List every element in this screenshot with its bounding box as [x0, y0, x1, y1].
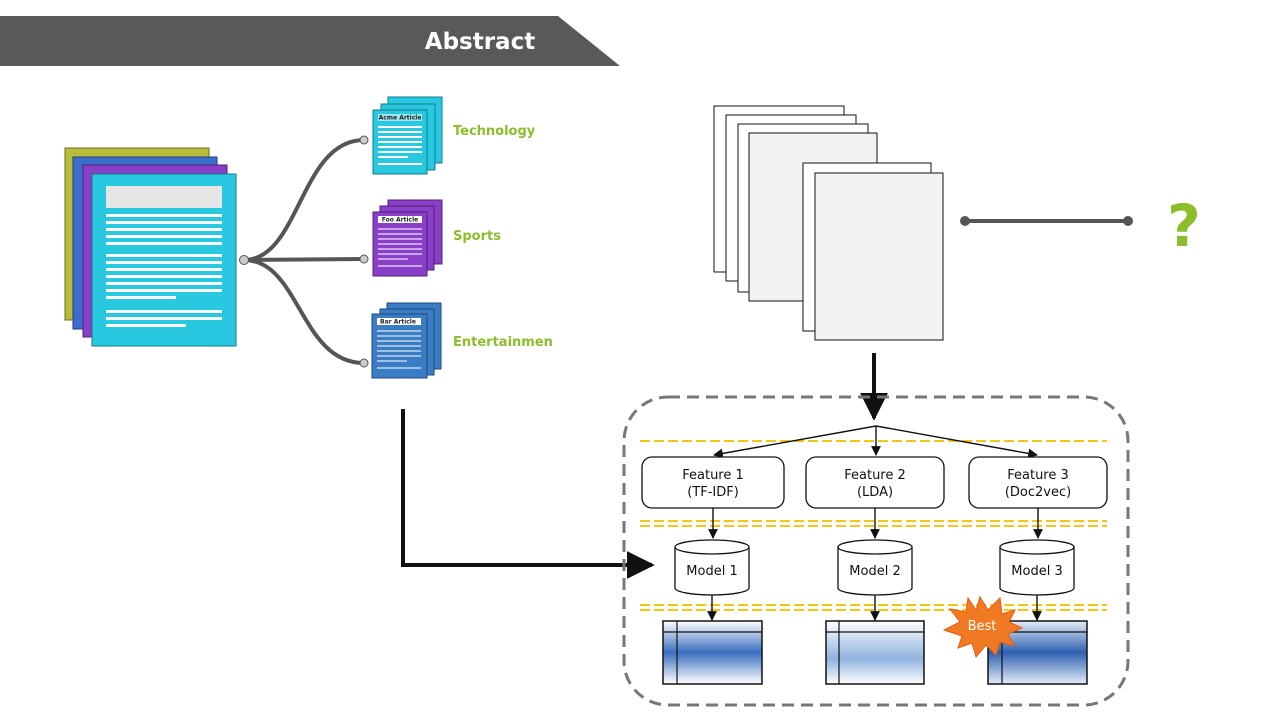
- branch-connectors: [243, 138, 365, 365]
- feature-fanout-arrows: [713, 425, 1038, 459]
- feature-name: Feature 3: [1007, 468, 1069, 483]
- unknown-connector-end: [1123, 216, 1133, 226]
- model-cylinder-1: Model 1: [674, 539, 750, 596]
- feature-method: (LDA): [857, 485, 893, 500]
- feature-name: Feature 1: [682, 468, 744, 483]
- category-article-title: Foo Article: [382, 217, 418, 224]
- stage-separators: [640, 440, 1107, 611]
- category-article-title: Acme Article: [379, 115, 422, 122]
- unknown-category-mark: ?: [1167, 192, 1201, 260]
- branch-node-entertainment: [359, 358, 369, 368]
- feature-box-1: Feature 1 (TF-IDF): [641, 456, 785, 509]
- category-stack-entertainment: Bar Article: [371, 302, 442, 379]
- feature-box-2: Feature 2 (LDA): [805, 456, 945, 509]
- result-thumbnail-1: [662, 620, 763, 685]
- result-thumbnail-2: [825, 620, 925, 685]
- best-starburst: [942, 595, 1024, 659]
- header-title: Abstract: [424, 29, 536, 55]
- best-badge: Best: [942, 595, 1024, 659]
- category-label-technology: Technology: [453, 124, 536, 139]
- branch-node-technology: [359, 135, 369, 145]
- category-label-sports: Sports: [453, 229, 501, 244]
- model-label: Model 1: [686, 564, 737, 579]
- feature-method: (Doc2vec): [1005, 485, 1071, 500]
- feature-box-3: Feature 3 (Doc2vec): [968, 456, 1108, 509]
- model-label: Model 3: [1011, 564, 1062, 579]
- category-stack-sports: Foo Article: [372, 199, 443, 277]
- pipeline-container: [622, 395, 1130, 707]
- document-stack-unlabeled: [713, 105, 944, 341]
- model-cylinder-2: Model 2: [837, 539, 913, 596]
- best-badge-label: Best: [968, 619, 997, 634]
- unknown-connector-start: [960, 216, 970, 226]
- feature-to-model-arrows: [708, 508, 1043, 539]
- branch-root-node: [239, 255, 249, 265]
- category-article-title: Bar Article: [380, 319, 416, 326]
- feature-name: Feature 2: [844, 468, 906, 483]
- header-banner: [0, 16, 620, 66]
- feature-method: (TF-IDF): [687, 485, 739, 500]
- category-label-entertainment: Entertainmen: [453, 335, 553, 350]
- document-stack-large: [64, 147, 237, 347]
- model-to-result-arrows: [707, 595, 1042, 621]
- model-cylinder-3: Model 3: [999, 539, 1075, 596]
- category-stack-technology: Acme Article: [372, 96, 443, 175]
- model-label: Model 2: [849, 564, 900, 579]
- branch-node-sports: [359, 254, 369, 264]
- training-arrow: [401, 409, 655, 579]
